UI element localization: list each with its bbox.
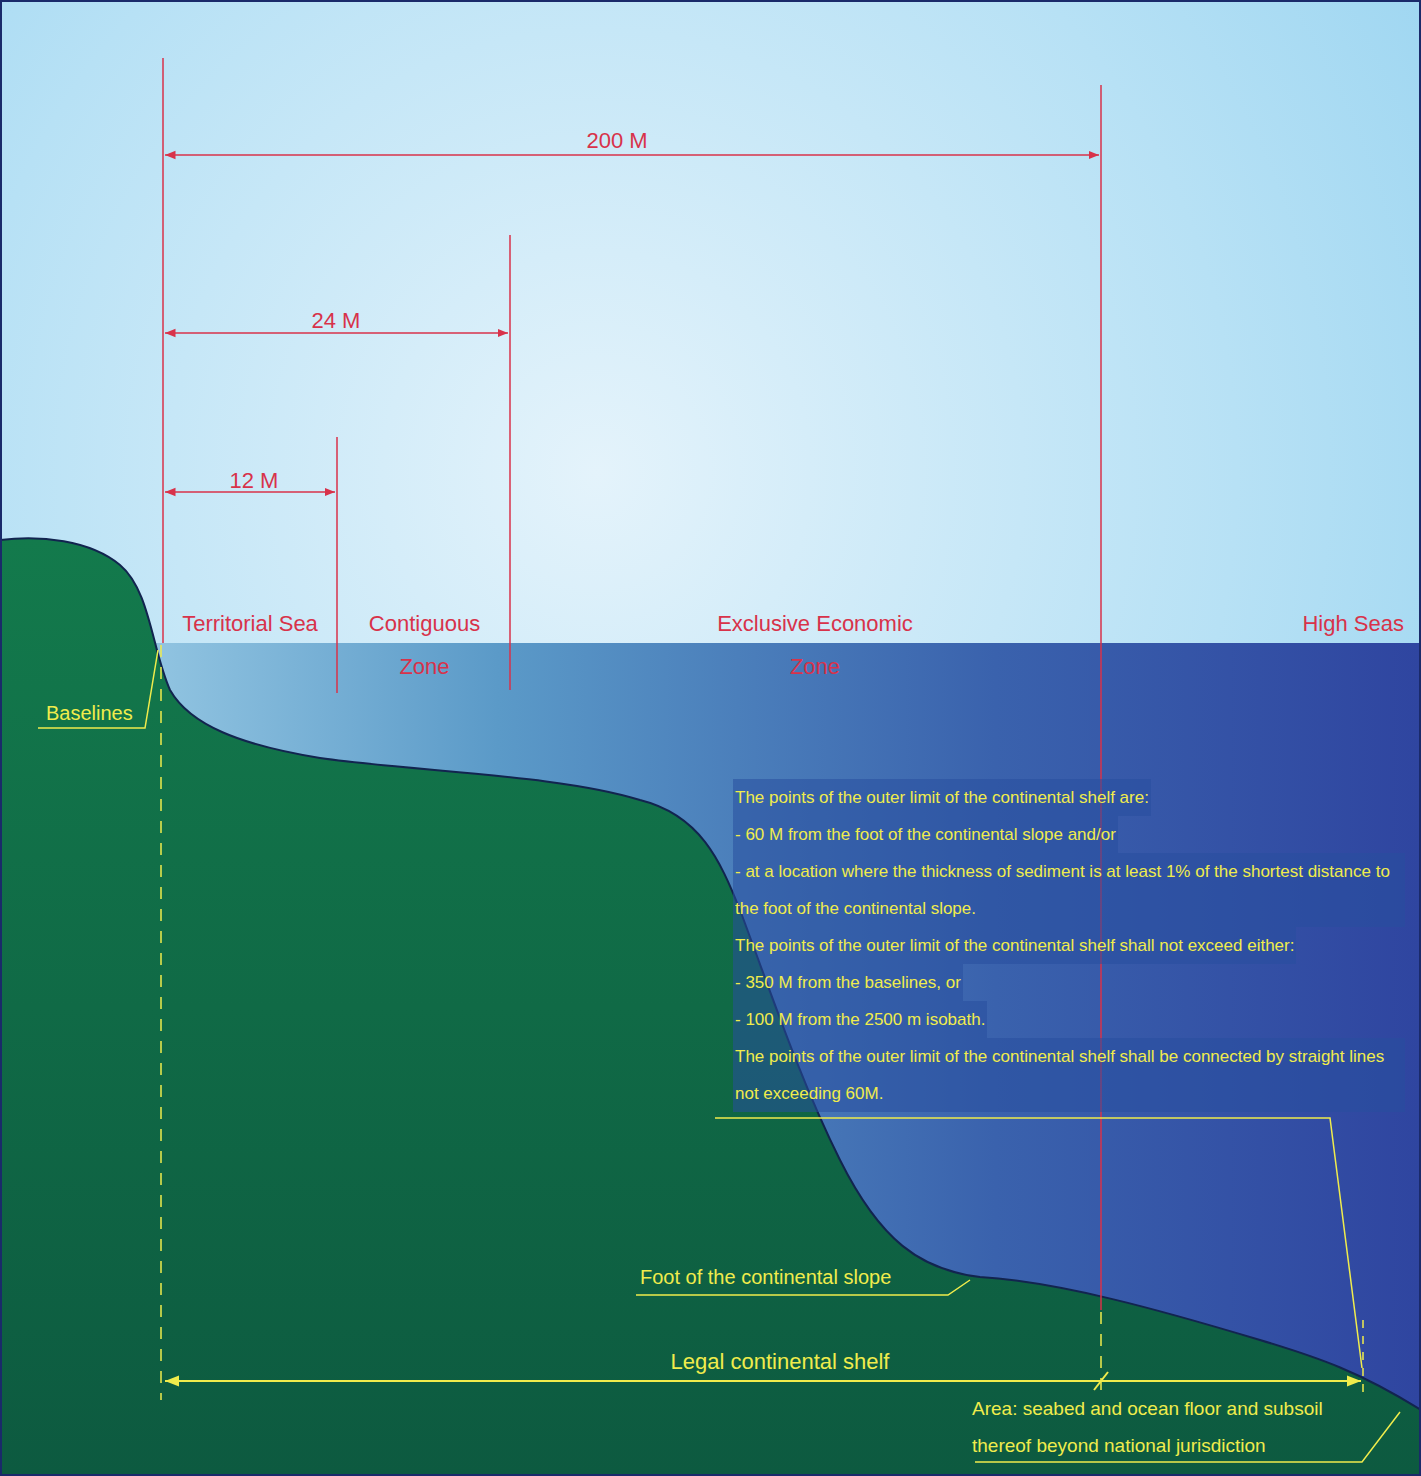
- land-profile: [0, 538, 1421, 1476]
- callout-label: Area: seabed and ocean floor and subsoil…: [972, 1390, 1372, 1464]
- callout-label: Baselines: [46, 694, 146, 733]
- note-line: - 350 M from the baselines, or: [733, 964, 963, 1001]
- zone-name: Exclusive Economic Zone: [695, 603, 935, 689]
- dimension-label: 200 M: [517, 120, 717, 163]
- dimension-label: 12 M: [194, 460, 314, 503]
- note-line: The points of the outer limit of the con…: [733, 927, 1296, 964]
- dimension-label: 24 M: [276, 300, 396, 343]
- note-line: The points of the outer limit of the con…: [733, 1038, 1405, 1112]
- zone-limits: [163, 58, 1101, 1310]
- note-line: The points of the outer limit of the con…: [733, 779, 1151, 816]
- note-line: - 60 M from the foot of the continental …: [733, 816, 1118, 853]
- note-panel: The points of the outer limit of the con…: [733, 779, 1405, 1112]
- note-line: - at a location where the thickness of s…: [733, 853, 1405, 927]
- callout-label: Foot of the continental slope: [640, 1258, 950, 1297]
- zone-name: High Seas: [1300, 603, 1404, 646]
- zone-name: Contiguous Zone: [352, 603, 497, 689]
- zone-name: Territorial Sea: [180, 603, 320, 646]
- note-line: - 100 M from the 2500 m isobath.: [733, 1001, 987, 1038]
- dimension-label: Legal continental shelf: [560, 1341, 1000, 1384]
